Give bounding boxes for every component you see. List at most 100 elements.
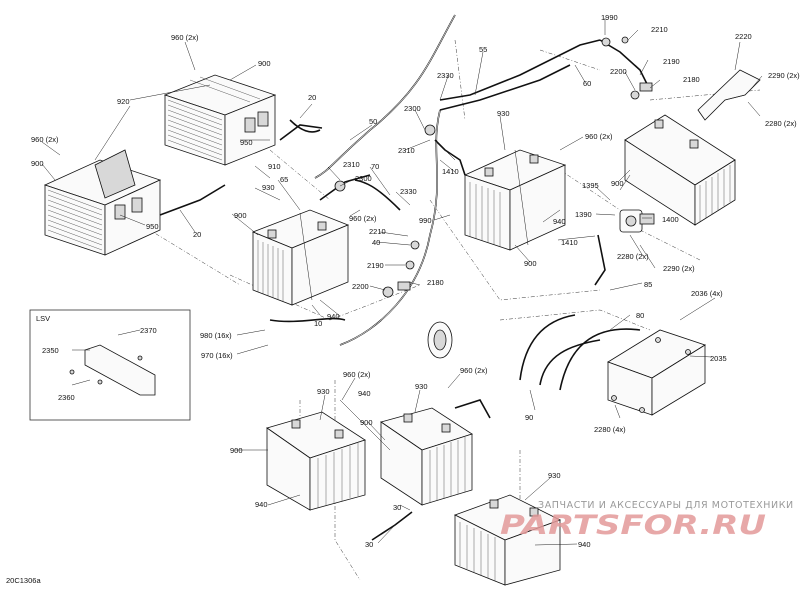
battery-e xyxy=(624,114,736,226)
callout-2180: 2180 xyxy=(427,278,444,287)
callout-2036-4x: 2036 (4x) xyxy=(691,289,723,298)
callout-85: 85 xyxy=(644,280,652,289)
callout-2360: 2360 xyxy=(58,393,75,402)
callout-2310: 2310 xyxy=(343,160,360,169)
callout-960-2x: 960 (2x) xyxy=(31,135,59,144)
figure-id: 20C1306a xyxy=(6,576,41,585)
callout-900: 900 xyxy=(31,159,44,168)
callout-2190: 2190 xyxy=(663,57,680,66)
callout-940: 940 xyxy=(327,312,340,321)
battery-b xyxy=(43,149,162,256)
callout-2280-2x: 2280 (2x) xyxy=(765,119,797,128)
callout-980-16x: 980 (16x) xyxy=(200,331,232,340)
callout-2290-2x: 2290 (2x) xyxy=(768,71,800,80)
callout-2180: 2180 xyxy=(683,75,700,84)
callout-900: 900 xyxy=(360,418,373,427)
callout-2210: 2210 xyxy=(651,25,668,34)
battery-g xyxy=(380,407,473,506)
hardware xyxy=(334,36,653,359)
callout-2035: 2035 xyxy=(710,354,727,363)
battery-d xyxy=(463,149,567,251)
callout-2220: 2220 xyxy=(735,32,752,41)
callout-55: 55 xyxy=(479,45,487,54)
callout-930: 930 xyxy=(548,471,561,480)
callout-940: 940 xyxy=(578,540,591,549)
battery-c xyxy=(251,209,350,306)
callout-65: 65 xyxy=(280,175,288,184)
callout-950: 950 xyxy=(146,222,159,231)
callout-70: 70 xyxy=(371,162,379,171)
leader-lines xyxy=(41,18,763,546)
callout-2210: 2210 xyxy=(369,227,386,236)
callout-2290-2x: 2290 (2x) xyxy=(663,264,695,273)
watermark-logo-tail: FOR.RU xyxy=(620,510,766,541)
assembly-lines xyxy=(124,39,761,581)
callout-930: 930 xyxy=(497,109,510,118)
callout-60: 60 xyxy=(583,79,591,88)
callout-900: 900 xyxy=(258,59,271,68)
battery-h xyxy=(453,494,562,586)
callout-1410: 1410 xyxy=(561,238,578,247)
callout-930: 930 xyxy=(317,387,330,396)
callout-2310: 2310 xyxy=(398,146,415,155)
callout-lsv-title: LSV xyxy=(36,314,50,323)
callout-930: 930 xyxy=(415,382,428,391)
cables xyxy=(159,14,651,541)
solenoid-1400 xyxy=(619,209,655,233)
callout-960-2x: 960 (2x) xyxy=(171,33,199,42)
watermark: ЗАПЧАСТИ И АКСЕССУАРЫ ДЛЯ МОТОТЕХНИКИ PA… xyxy=(500,500,794,541)
battery-a xyxy=(163,74,277,166)
bracket-2220 xyxy=(697,69,761,121)
callout-40: 40 xyxy=(372,238,380,247)
callout-2330: 2330 xyxy=(437,71,454,80)
callout-10: 10 xyxy=(314,319,322,328)
callout-900: 900 xyxy=(524,259,537,268)
callout-20: 20 xyxy=(193,230,201,239)
callout-930: 930 xyxy=(262,183,275,192)
callout-2280-4x: 2280 (4x) xyxy=(594,425,626,434)
callout-940: 940 xyxy=(358,389,371,398)
callout-2330: 2330 xyxy=(400,187,417,196)
callout-30: 30 xyxy=(393,503,401,512)
callout-970-16x: 970 (16x) xyxy=(201,351,233,360)
lsv-inset xyxy=(29,309,191,421)
callout-2300: 2300 xyxy=(355,174,372,183)
callout-950: 950 xyxy=(240,138,253,147)
callout-900: 900 xyxy=(611,179,624,188)
callout-2350: 2350 xyxy=(42,346,59,355)
callout-80: 80 xyxy=(636,311,644,320)
callout-960-2x: 960 (2x) xyxy=(460,366,488,375)
callout-940: 940 xyxy=(255,500,268,509)
callout-1400: 1400 xyxy=(662,215,679,224)
callout-960-2x: 960 (2x) xyxy=(585,132,613,141)
callout-960-2x: 960 (2x) xyxy=(343,370,371,379)
callout-2300: 2300 xyxy=(404,104,421,113)
callout-20: 20 xyxy=(308,93,316,102)
callout-1390: 1390 xyxy=(575,210,592,219)
callout-90: 90 xyxy=(525,413,533,422)
watermark-text: ЗАПЧАСТИ И АКСЕССУАРЫ ДЛЯ МОТОТЕХНИКИ xyxy=(538,500,794,511)
callout-940: 940 xyxy=(553,217,566,226)
callout-920: 920 xyxy=(117,97,130,106)
callout-1395: 1395 xyxy=(582,181,599,190)
callout-900: 900 xyxy=(234,211,247,220)
callout-2370: 2370 xyxy=(140,326,157,335)
callout-labels: 960 (2x) 900 920 20 960 (2x) 900 950 50 … xyxy=(6,13,800,585)
module-2035 xyxy=(607,329,706,416)
callout-990: 990 xyxy=(419,216,432,225)
callout-1410: 1410 xyxy=(442,167,459,176)
callout-2280-2x: 2280 (2x) xyxy=(617,252,649,261)
callout-1990: 1990 xyxy=(601,13,618,22)
callout-910: 910 xyxy=(268,162,281,171)
callout-2200: 2200 xyxy=(352,282,369,291)
battery-f xyxy=(266,411,366,511)
callout-2190: 2190 xyxy=(367,261,384,270)
callout-30: 30 xyxy=(365,540,373,549)
callout-900: 900 xyxy=(230,446,243,455)
watermark-logo-main: PARTS xyxy=(500,510,620,541)
callout-2200: 2200 xyxy=(610,67,627,76)
callout-50: 50 xyxy=(369,117,377,126)
callout-960-2x: 960 (2x) xyxy=(349,214,377,223)
